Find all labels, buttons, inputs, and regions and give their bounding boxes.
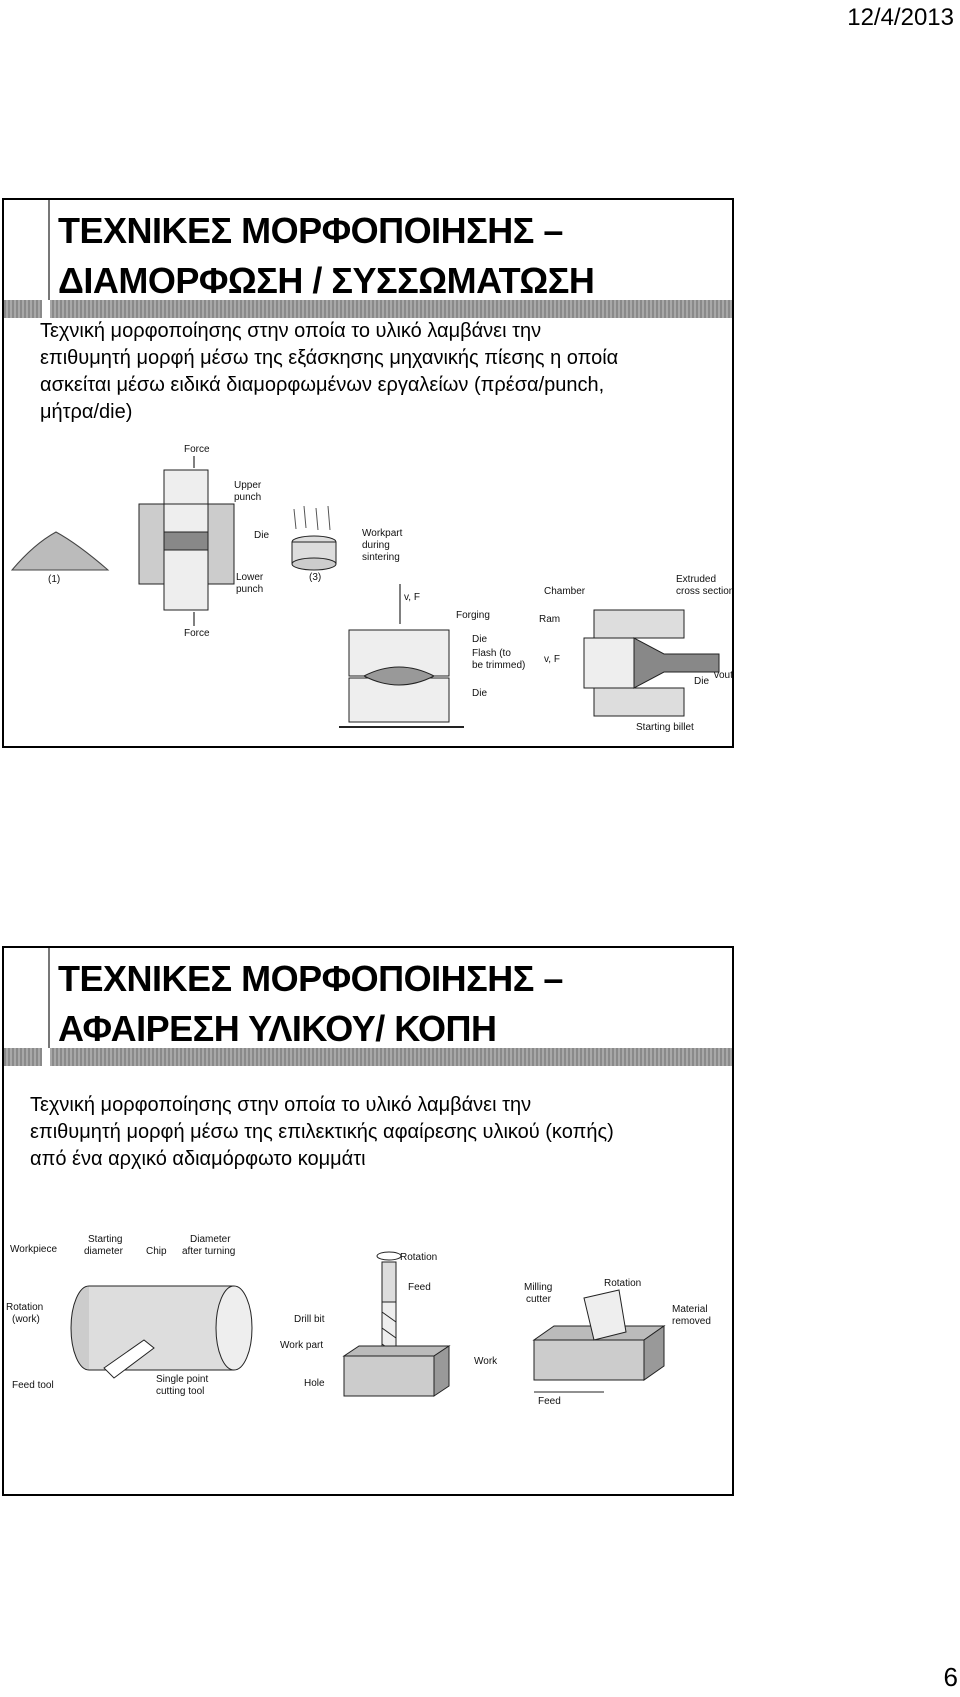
figure-label: Flash (to [472, 648, 511, 659]
slide-body-text: Τεχνική μορφοποίησης στην οποία το υλικό… [40, 318, 618, 426]
slide-title: ΤΕΧΝΙΚΕΣ ΜΟΡΦΟΠΟΙΗΣΗΣ – ΔΙΑΜΟΡΦΩΣΗ / ΣΥΣ… [58, 206, 595, 306]
title-divider-bar [4, 1048, 732, 1066]
slide-title: ΤΕΧΝΙΚΕΣ ΜΟΡΦΟΠΟΙΗΣΗΣ – ΑΦΑΙΡΕΣΗ ΥΛΙΚΟΥ/… [58, 954, 563, 1054]
extrusion-diagram: Chamber Extruded cross section Ram v, F … [539, 574, 732, 733]
slide-body-text: Τεχνική μορφοποίησης στην οποία το υλικό… [30, 1092, 614, 1173]
figure-label: cutting tool [156, 1386, 204, 1397]
figure-label: Rotation [604, 1278, 641, 1289]
figure-label: sintering [362, 552, 400, 563]
figure-label: Milling [524, 1282, 552, 1293]
figure-label: v, F [404, 592, 420, 603]
figure-label: Material [672, 1304, 708, 1315]
figure-label: cutter [526, 1294, 552, 1305]
title-accent-line [48, 200, 50, 310]
figure-label: Single point [156, 1374, 208, 1385]
figure-label: Starting billet [636, 722, 694, 733]
figure-label: removed [672, 1316, 711, 1327]
compaction-press-diagram: Force Force Upper punch Die Lower punch [138, 444, 269, 639]
figure-label: Workpart [362, 528, 403, 539]
title-accent-line [48, 948, 50, 1058]
title-divider-bar [4, 300, 732, 318]
slide-title-line-1: ΤΕΧΝΙΚΕΣ ΜΟΡΦΟΠΟΙΗΣΗΣ – [58, 958, 563, 999]
figure-label: Ram [539, 614, 560, 625]
figure-label: diameter [84, 1246, 124, 1257]
figure-label: during [362, 540, 390, 551]
figure-label: Hole [304, 1378, 325, 1389]
figure-label: Chip [146, 1246, 167, 1257]
forging-diagram: v, F Forging Die Flash (to be trimmed) D… [339, 584, 525, 728]
figure-label: cross section [676, 586, 732, 597]
turning-diagram: Workpiece Starting diameter Chip Diamete… [6, 1234, 253, 1397]
figure-label: Rotation [6, 1302, 43, 1313]
figure-label: Workpiece [10, 1244, 57, 1255]
figure-label: after turning [182, 1246, 235, 1257]
figure-label: Work part [280, 1340, 323, 1351]
figure-label: Feed [408, 1282, 431, 1293]
slide-title-line-2: ΔΙΑΜΟΡΦΩΣΗ / ΣΥΣΣΩΜΑΤΩΣΗ [58, 260, 595, 301]
figure-label: Lower [236, 572, 264, 583]
slide-forming: ΤΕΧΝΙΚΕΣ ΜΟΡΦΟΠΟΙΗΣΗΣ – ΔΙΑΜΟΡΦΩΣΗ / ΣΥΣ… [2, 198, 734, 748]
body-line: επιθυμητή μορφή μέσω της εξάσκησης μηχαν… [40, 347, 619, 369]
figure-label: Diameter [190, 1234, 231, 1245]
body-line: ασκείται μέσω ειδικά διαμορφωμένων εργαλ… [40, 374, 605, 396]
figure-label: (work) [12, 1314, 40, 1325]
figure-label: Upper [234, 480, 262, 491]
figure-label: Force [184, 444, 210, 455]
figure-label: Die [472, 688, 487, 699]
header-date: 12/4/2013 [847, 4, 954, 31]
figure-label: Drill bit [294, 1314, 325, 1325]
slide-machining: ΤΕΧΝΙΚΕΣ ΜΟΡΦΟΠΟΙΗΣΗΣ – ΑΦΑΙΡΕΣΗ ΥΛΙΚΟΥ/… [2, 946, 734, 1496]
figure-label: Forging [456, 610, 490, 621]
figure-label: Rotation [400, 1252, 437, 1263]
figure-label: be trimmed) [472, 660, 525, 671]
figure-label: punch [234, 492, 261, 503]
figure-label: Starting [88, 1234, 122, 1245]
powder-pile-diagram: (1) [10, 531, 110, 585]
page-number: 6 [943, 1662, 958, 1692]
milling-diagram: Milling cutter Rotation Material removed… [474, 1278, 711, 1407]
body-line: Τεχνική μορφοποίησης στην οποία το υλικό… [30, 1094, 532, 1116]
drilling-diagram: Rotation Feed Drill bit Work part Hole [280, 1251, 451, 1397]
figure-label: Die [472, 634, 487, 645]
body-line: από ένα αρχικό αδιαμόρφωτο κομμάτι [30, 1148, 366, 1170]
figure-label: Feed tool [12, 1380, 54, 1391]
figure-label: (3) [309, 572, 321, 583]
figure-label: punch [236, 584, 263, 595]
figure-label: Chamber [544, 586, 586, 597]
figure-label: Extruded [676, 574, 716, 585]
figure-label: Force [184, 628, 210, 639]
figure-label: Die [694, 676, 709, 687]
figure-label: Die [254, 530, 269, 541]
figure-label: v, F [544, 654, 560, 665]
forming-processes-figure: (1) Force Force Upper punch Die Lower pu… [10, 444, 732, 733]
machining-processes-figure: Workpiece Starting diameter Chip Diamete… [6, 1234, 711, 1407]
figure-label: (1) [48, 574, 60, 585]
figure-label: Work [474, 1356, 498, 1367]
sintering-diagram: (3) Workpart during sintering [291, 505, 403, 583]
body-line: μήτρα/die) [40, 401, 133, 423]
figure-label: vout [714, 670, 732, 681]
body-line: επιθυμητή μορφή μέσω της επιλεκτικής αφα… [30, 1121, 614, 1143]
slide-title-line-1: ΤΕΧΝΙΚΕΣ ΜΟΡΦΟΠΟΙΗΣΗΣ – [58, 210, 563, 251]
figure-label: Feed [538, 1396, 561, 1407]
slide-title-line-2: ΑΦΑΙΡΕΣΗ ΥΛΙΚΟΥ/ ΚΟΠΗ [58, 1008, 497, 1049]
body-line: Τεχνική μορφοποίησης στην οποία το υλικό… [40, 320, 542, 342]
